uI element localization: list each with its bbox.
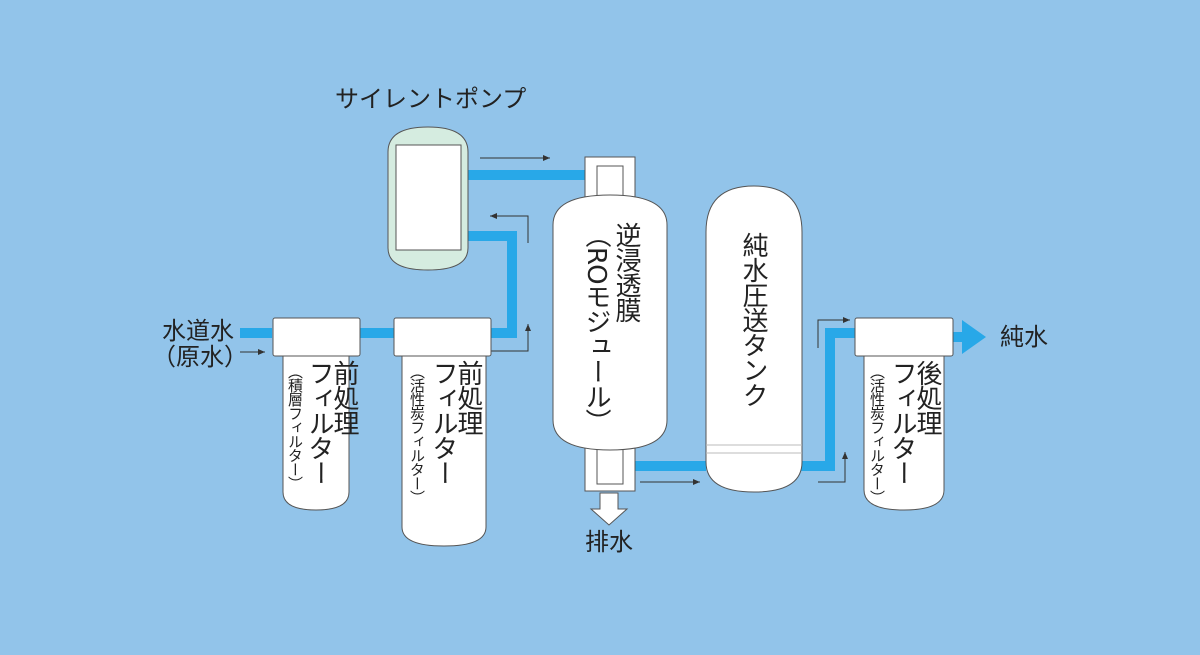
pipe-tank-to-postfilter	[800, 328, 856, 471]
pure-water-label: 純水	[1000, 323, 1048, 351]
postfilter-subtitle: （活性炭フィルター）	[868, 364, 886, 504]
drain-arrow	[589, 492, 629, 526]
prefilter1-vessel	[272, 317, 361, 511]
pump-vessel	[387, 126, 469, 271]
outlet-arrow	[962, 320, 986, 354]
prefilter2-subtitle: （活性炭フィルター）	[408, 364, 426, 504]
ro-subtitle: （ROモジュール）	[581, 222, 611, 434]
postfilter-vessel	[854, 317, 954, 511]
ro-module-vessel	[552, 156, 668, 492]
tap-water-label: 水道水	[162, 317, 234, 345]
pump-label: サイレントポンプ	[335, 85, 527, 113]
tank-title: 純水圧送タンク	[738, 232, 768, 407]
prefilter2-vessel	[393, 317, 492, 547]
ro-title: 逆浸透膜	[611, 222, 641, 322]
drain-label: 排水	[585, 528, 633, 556]
prefilter2-title-2: フィルター	[428, 360, 458, 485]
prefilter1-subtitle: （積層フィルター）	[286, 364, 304, 490]
tank-vessel	[705, 185, 803, 493]
pipes	[240, 170, 966, 471]
prefilter2-title-1: 前処理	[453, 360, 483, 435]
prefilter1-title-2: フィルター	[304, 360, 334, 485]
pipe-filter2-to-pump	[465, 231, 517, 338]
prefilter1-title-1: 前処理	[329, 360, 359, 435]
postfilter-title-2: フィルター	[887, 360, 917, 485]
raw-water-label: （原水）	[152, 343, 248, 371]
postfilter-title-1: 後処理	[912, 360, 942, 435]
flow-arrows	[240, 155, 850, 485]
